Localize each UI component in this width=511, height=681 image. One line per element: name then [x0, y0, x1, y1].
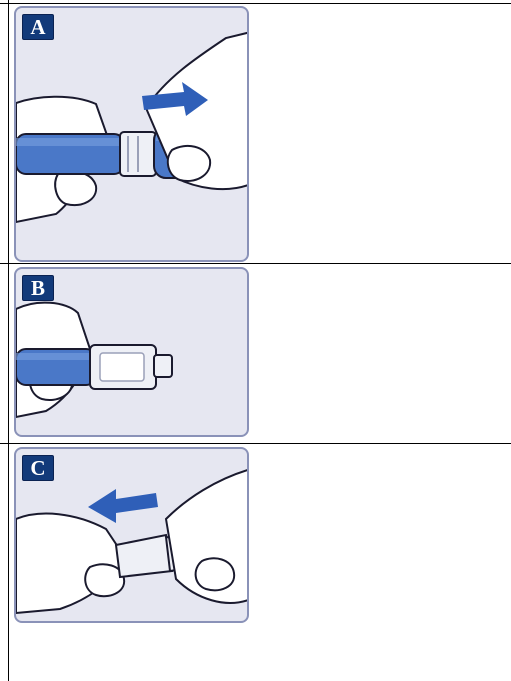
step-c-badge: C: [22, 455, 54, 481]
step-b-panel: B: [14, 267, 249, 437]
step-a-panel: A: [14, 6, 249, 262]
table-top-border: [0, 3, 511, 4]
pull-cap-illustration: [16, 8, 249, 262]
step-b-badge: B: [22, 275, 54, 301]
step-a-badge: A: [22, 14, 54, 40]
row-divider-1: [0, 263, 511, 264]
step-c-panel: C: [14, 447, 249, 623]
table-left-border: [8, 0, 9, 681]
row-divider-2: [0, 443, 511, 444]
